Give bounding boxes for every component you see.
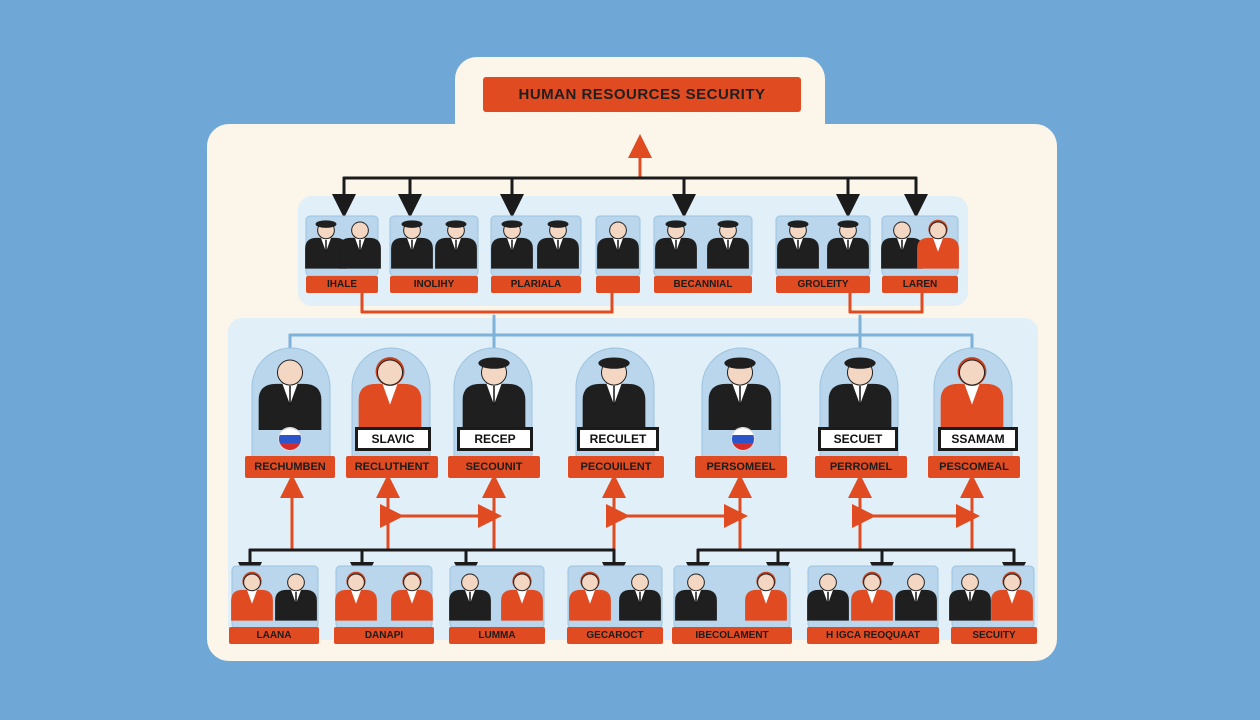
person-icon bbox=[339, 221, 381, 269]
tier1-label: IHALE bbox=[306, 276, 378, 293]
tier2-label: RECHUMBEN bbox=[245, 456, 335, 478]
tier1-label bbox=[596, 276, 640, 293]
tier3-label: SECUITY bbox=[951, 627, 1037, 644]
tier1-label: GROLEITY bbox=[776, 276, 870, 293]
person-icon bbox=[619, 573, 661, 621]
person-icon bbox=[582, 357, 646, 431]
person-icon bbox=[569, 571, 611, 621]
tier3-label: H IGCA REOQUAAT bbox=[807, 627, 939, 644]
person-icon bbox=[305, 220, 347, 269]
person-icon bbox=[655, 220, 697, 269]
person-icon bbox=[827, 220, 869, 269]
person-icon bbox=[391, 571, 433, 621]
flag-badge-icon bbox=[731, 427, 755, 451]
tier2-sign: RECEP bbox=[457, 427, 533, 451]
tier2-label: SECOUNIT bbox=[448, 456, 540, 478]
person-icon bbox=[258, 359, 322, 431]
person-icon bbox=[807, 573, 849, 621]
tier3-label: GECAROCT bbox=[567, 627, 663, 644]
flag-badge-icon bbox=[278, 427, 302, 451]
person-icon bbox=[449, 573, 491, 621]
tier2-sign: SECUET bbox=[818, 427, 898, 451]
person-icon bbox=[851, 571, 893, 621]
tier2-label: PERSOMEEL bbox=[695, 456, 787, 478]
person-icon bbox=[358, 357, 422, 431]
person-icon bbox=[462, 357, 526, 431]
person-icon bbox=[707, 220, 749, 269]
person-icon bbox=[828, 357, 892, 431]
tier2-label: PERROMEL bbox=[815, 456, 907, 478]
tier3-label: LUMMA bbox=[449, 627, 545, 644]
tier3-label: DANAPI bbox=[334, 627, 434, 644]
person-icon bbox=[597, 221, 639, 269]
person-icon bbox=[708, 357, 772, 431]
person-icon bbox=[917, 219, 959, 269]
tier3-label: LAANA bbox=[229, 627, 319, 644]
tier2-label: PECOUILENT bbox=[568, 456, 664, 478]
person-icon bbox=[881, 221, 923, 269]
tier2-label: PESCOMEAL bbox=[928, 456, 1020, 478]
person-icon bbox=[537, 220, 579, 269]
person-icon bbox=[391, 220, 433, 269]
tier1-label: BECANNIAL bbox=[654, 276, 752, 293]
chart-title: HUMAN RESOURCES SECURITY bbox=[483, 77, 801, 112]
person-icon bbox=[895, 573, 937, 621]
tier2-sign: SLAVIC bbox=[355, 427, 431, 451]
tier2-sign: SSAMAM bbox=[938, 427, 1018, 451]
person-icon bbox=[435, 220, 477, 269]
person-icon bbox=[675, 573, 717, 621]
tier1-label: PLARIALA bbox=[491, 276, 581, 293]
tier1-label: LAREN bbox=[882, 276, 958, 293]
person-icon bbox=[275, 573, 317, 621]
person-icon bbox=[501, 571, 543, 621]
tier1-label: INOLIHY bbox=[390, 276, 478, 293]
person-icon bbox=[231, 571, 273, 621]
person-icon bbox=[777, 220, 819, 269]
person-icon bbox=[949, 573, 991, 621]
tier2-sign: RECULET bbox=[577, 427, 659, 451]
person-icon bbox=[491, 220, 533, 269]
person-icon bbox=[940, 357, 1004, 431]
person-icon bbox=[991, 571, 1033, 621]
person-icon bbox=[335, 571, 377, 621]
person-icon bbox=[745, 571, 787, 621]
tier3-label: IBECOLAMENT bbox=[672, 627, 792, 644]
tier2-label: RECLUTHENT bbox=[346, 456, 438, 478]
